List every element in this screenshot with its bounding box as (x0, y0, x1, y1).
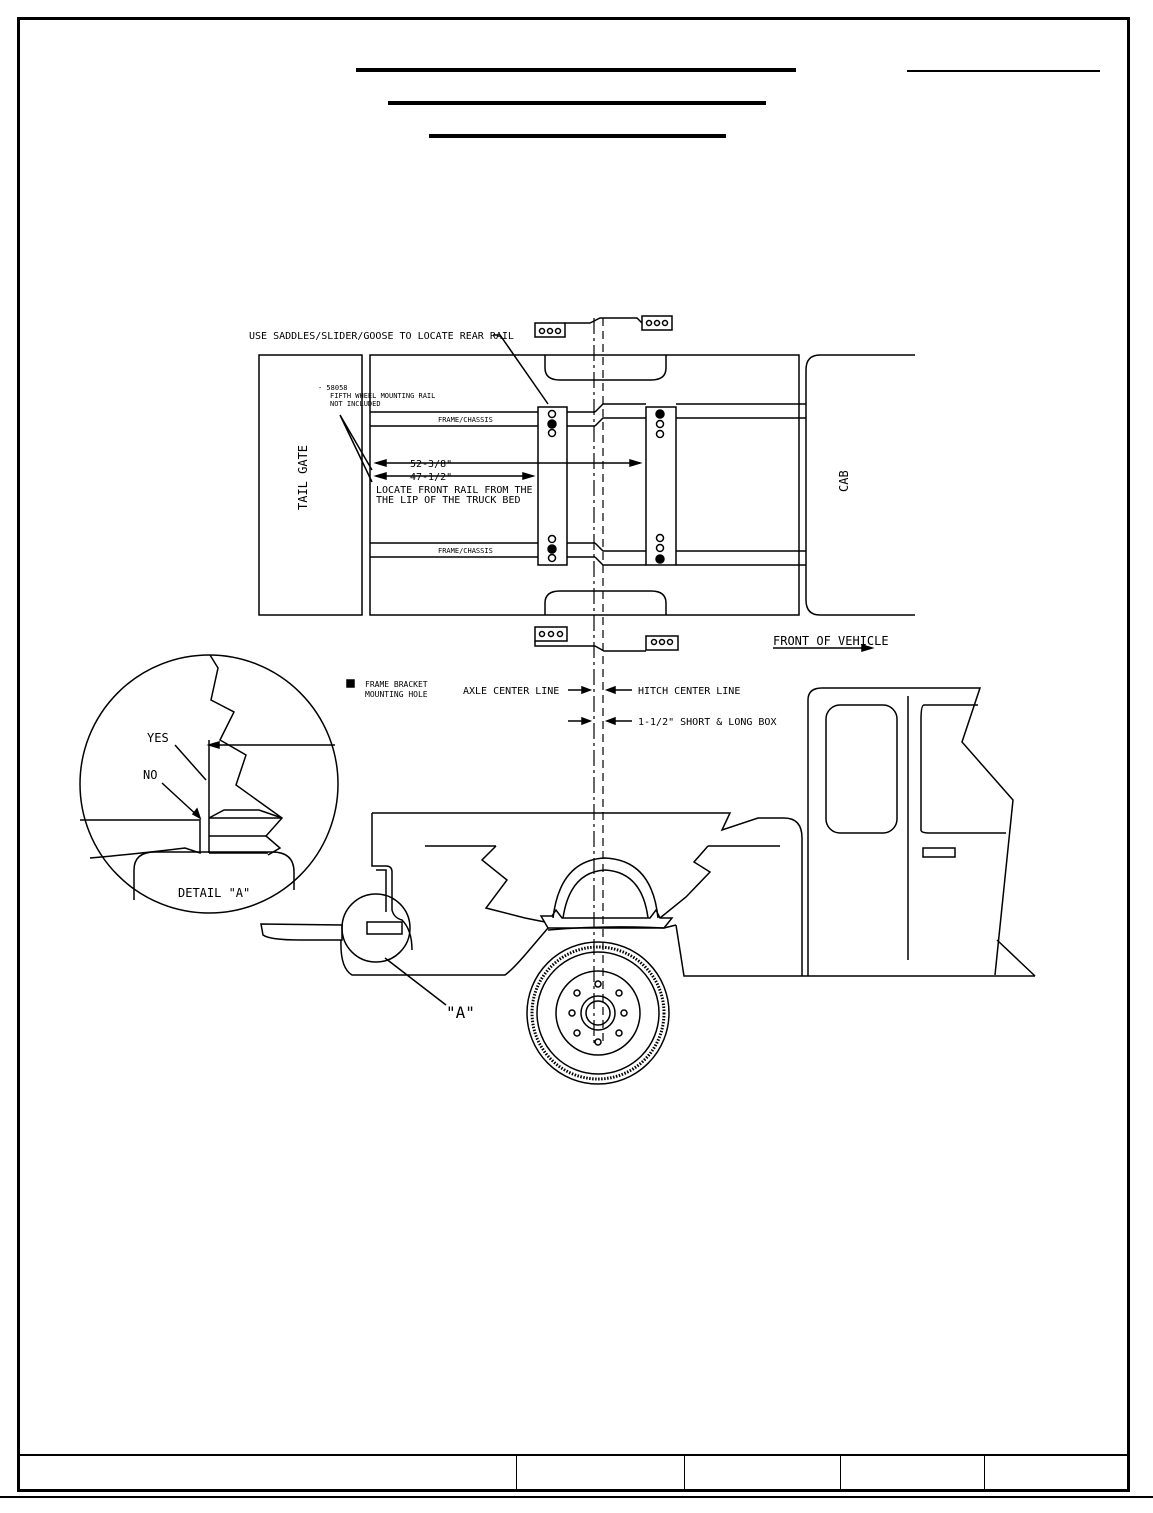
title-block-cell-1 (17, 1456, 517, 1492)
offset-label: 1-1/2" SHORT & LONG BOX (638, 717, 776, 728)
part-note-line2: NOT INCLUDED (330, 400, 381, 408)
detail-no-label: NO (143, 768, 157, 782)
bottom-rule (0, 1496, 1153, 1498)
hitch-center-line-label: HITCH CENTER LINE (638, 686, 740, 697)
dim-short: 47-1/2" (410, 472, 452, 483)
fender-arch (552, 857, 659, 919)
detail-callout: "A" (446, 1003, 475, 1022)
detail-title: DETAIL "A" (178, 886, 250, 900)
legend-square (346, 679, 355, 688)
detail-a-marker (341, 893, 411, 963)
detail-a-leader (384, 957, 447, 1006)
legend-line2: MOUNTING HOLE (365, 690, 428, 699)
title-block (17, 1454, 1130, 1492)
front-window (920, 704, 1006, 834)
rear-window (825, 704, 898, 834)
page-frame (17, 17, 1130, 1492)
side-tailgate (260, 923, 343, 941)
title-block-cell-5 (985, 1456, 1130, 1492)
title-block-cell-2 (517, 1456, 685, 1492)
front-of-vehicle-label: FRONT OF VEHICLE (773, 634, 889, 648)
detail-a-view (79, 654, 339, 914)
bracket-top (534, 315, 673, 338)
title-block-cell-4 (841, 1456, 985, 1492)
axle-center-line-label: AXLE CENTER LINE (463, 686, 559, 697)
rear-mounting-rail (537, 406, 568, 566)
locate-note-line1: LOCATE FRONT RAIL FROM THE (376, 485, 533, 496)
locate-note-line2: THE LIP OF THE TRUCK BED (376, 495, 521, 506)
cab-outline (805, 354, 915, 616)
truck-bed-rect (369, 354, 800, 616)
door-handle (922, 847, 956, 858)
dim-long: 52-3/8" (410, 459, 452, 470)
frame-label-top: FRAME/CHASSIS (438, 416, 493, 424)
header-rule-1 (356, 68, 796, 72)
wheel-well-top (544, 355, 667, 381)
bracket-bottom (534, 626, 679, 652)
part-number: - 58058 (318, 384, 348, 392)
rear-rail-note: USE SADDLES/SLIDER/GOOSE TO LOCATE REAR … (249, 331, 514, 342)
header-rule-2 (388, 101, 766, 105)
cab-label: CAB (837, 470, 851, 492)
header-rule-3 (429, 134, 726, 138)
part-leader (339, 414, 373, 483)
rear-rail-leader (493, 334, 549, 405)
detail-yes-label: YES (147, 731, 169, 745)
front-rail-holes (655, 409, 665, 564)
header-rule-right (907, 70, 1100, 72)
rear-rail-holes (547, 409, 557, 563)
title-block-cell-3 (685, 1456, 841, 1492)
frame-rail-bottom (370, 542, 806, 566)
front-mounting-rail (645, 406, 677, 566)
frame-rail-top (370, 403, 806, 427)
truck-side-body (260, 687, 1036, 977)
wheel (526, 941, 670, 1085)
wheel-well-bottom (544, 590, 667, 615)
tail-gate-label: TAIL GATE (296, 445, 310, 510)
frame-label-bottom: FRAME/CHASSIS (438, 547, 493, 555)
legend-line1: FRAME BRACKET (365, 680, 428, 689)
tailgate-rect (258, 354, 363, 616)
part-note-line1: FIFTH WHEEL MOUNTING RAIL (330, 392, 435, 400)
